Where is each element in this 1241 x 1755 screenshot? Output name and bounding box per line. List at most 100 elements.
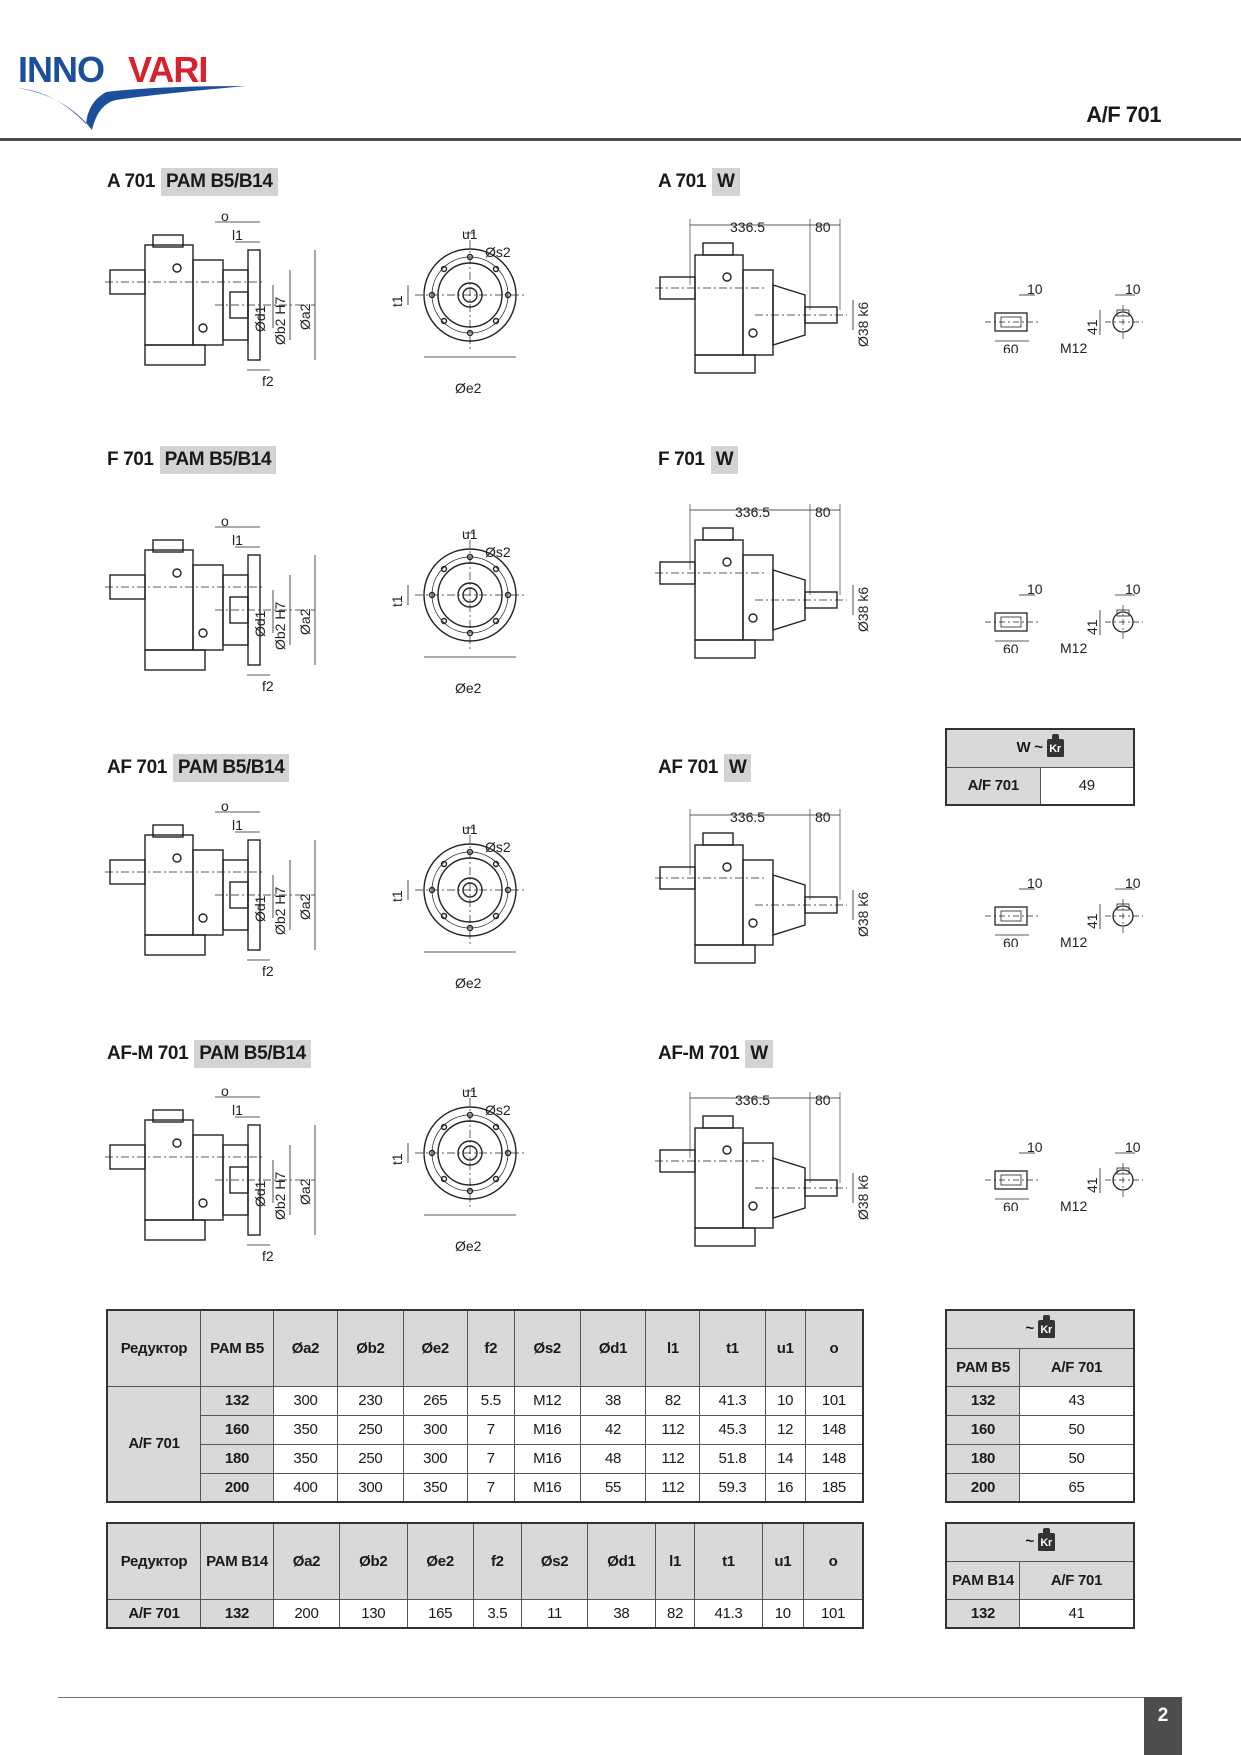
dim-f2: f2 [262,373,274,389]
dim-o: o [221,515,229,529]
f701-side-drawing: o l1 Ød1 Øb2 H7 Øa2 f2 [105,515,316,694]
dim-key-length: 60 [1003,641,1019,653]
logo-text-vari: VARI [128,52,207,90]
dim-t1: t1 [390,295,405,307]
dim-key-width: 10 [1125,583,1141,597]
dim-a2: Øa2 [297,1178,313,1205]
col-header: Øe2 [406,1522,474,1600]
section-tag: PAM B5/B14 [159,446,277,474]
section-name: AF 701 [658,757,718,778]
dim-o: o [221,1085,229,1099]
dim-u1: u1 [462,821,478,837]
section-name: A 701 [107,171,155,192]
dim-f2: f2 [262,1248,274,1264]
dim-l1: l1 [232,817,243,833]
section-tag: W [712,168,740,196]
table-row: 200 400 300 350 7 M16 55 112 59.3 16 185 [107,1472,864,1503]
table-cell: 132 [200,1385,274,1416]
table-cell: 7 [466,1443,515,1474]
dim-key-height: 41 [1084,619,1100,635]
dim-w-shaft: Ø38 k6 [855,1175,871,1220]
dim-l1: l1 [232,532,243,548]
w-weight-model: A/F 701 [945,766,1041,806]
table-cell: 16 [764,1472,806,1503]
dim-b2: Øb2 H7 [272,1172,288,1220]
table-row: 200 65 [945,1472,1135,1503]
dim-e2: Øe2 [455,1238,482,1254]
footer-divider [58,1697,1179,1698]
table-cell: 200 [200,1472,274,1503]
header-divider [0,138,1241,141]
table-cell: 7 [466,1472,515,1503]
table-cell: 180 [200,1443,274,1474]
col-header: Øe2 [402,1309,468,1387]
table-cell: 132 [945,1385,1020,1416]
col-header: Øa2 [273,1309,338,1387]
table-cell: 50 [1019,1414,1135,1445]
a701-front-drawing: u1 Øs2 t1 Øe2 [390,226,526,396]
dim-w-length: 336.5 [730,219,765,235]
col-header: u1 [764,1309,806,1387]
dim-key-height: 41 [1084,1177,1100,1193]
table-cell: 10 [761,1598,805,1629]
dim-u1: u1 [462,526,478,542]
table-row: 132 41 [945,1598,1135,1629]
dim-d1: Ød1 [252,305,268,332]
dim-u1: u1 [462,1084,478,1100]
col-header: Øa2 [273,1522,340,1600]
dim-l1: l1 [232,1102,243,1118]
table-cell: 101 [803,1598,864,1629]
dim-f2: f2 [262,963,274,979]
a701-side-drawing: o l1 Ød1 Øb2 H7 Øa2 f2 [105,210,316,389]
table-cell: 230 [336,1385,404,1416]
col-header: Редуктор [106,1522,201,1600]
dim-e2: Øe2 [455,680,482,696]
dim-key-width: 10 [1125,1141,1141,1155]
dim-w-extension: 80 [815,809,831,825]
afm701-key-drawing: 10 60 M12 41 10 [985,1141,1144,1211]
table-cell: 51.8 [699,1443,766,1474]
table-cell: 12 [764,1414,806,1445]
col-header: Øb2 [338,1522,408,1600]
table-cell: 350 [273,1443,338,1474]
af701-key-drawing: 10 60 M12 41 10 [985,877,1144,947]
table-cell: 350 [273,1414,338,1445]
table-cell: 148 [804,1414,864,1445]
table-cell: 101 [804,1385,864,1416]
dim-key-height: 41 [1084,319,1100,335]
table-cell: 200 [945,1472,1020,1503]
table-cell: 165 [406,1598,474,1629]
pam-b5-weight-table: ~ Kr PAM B5 A/F 701 132 43 160 50 180 50… [945,1309,1135,1503]
table-cell: 41.3 [694,1598,763,1629]
dim-w-extension: 80 [815,1092,831,1108]
afm701-front-drawing: u1 Øs2 t1 Øe2 [390,1084,526,1254]
table-cell: M16 [513,1443,581,1474]
table-cell: 300 [336,1472,404,1503]
afm701-w-drawing: 336.5 80 Ø38 k6 [655,1091,871,1247]
dim-thread: M12 [1060,934,1087,947]
table-row: A/F 701 132 200 130 165 3.5 11 38 82 41.… [106,1598,864,1629]
table-cell: 185 [804,1472,864,1503]
dim-u1: u1 [462,226,478,242]
dim-key-width: 10 [1125,283,1141,297]
col-header: Øs2 [521,1522,588,1600]
dim-key-width: 10 [1027,1141,1043,1155]
f701-key-drawing: 10 60 M12 41 10 [985,583,1144,653]
a701-w-drawing: 336.5 80 Ø38 k6 [655,218,871,374]
dim-d1: Ød1 [252,895,268,922]
model-cell: A/F 701 [106,1598,201,1629]
table-row: 132 43 [945,1385,1135,1416]
table-cell: 130 [338,1598,408,1629]
dim-w-shaft: Ø38 k6 [855,892,871,937]
w-weight-prefix: W ~ [1016,739,1043,757]
weight-icon: Kr [1037,1528,1055,1552]
section-name: A 701 [658,171,706,192]
af701-w-drawing: 336.5 80 Ø38 k6 [655,808,871,964]
col-header: A/F 701 [1019,1347,1135,1387]
table-cell: M16 [513,1414,581,1445]
model-cell: A/F 701 [106,1385,201,1503]
table-cell: 14 [764,1443,806,1474]
